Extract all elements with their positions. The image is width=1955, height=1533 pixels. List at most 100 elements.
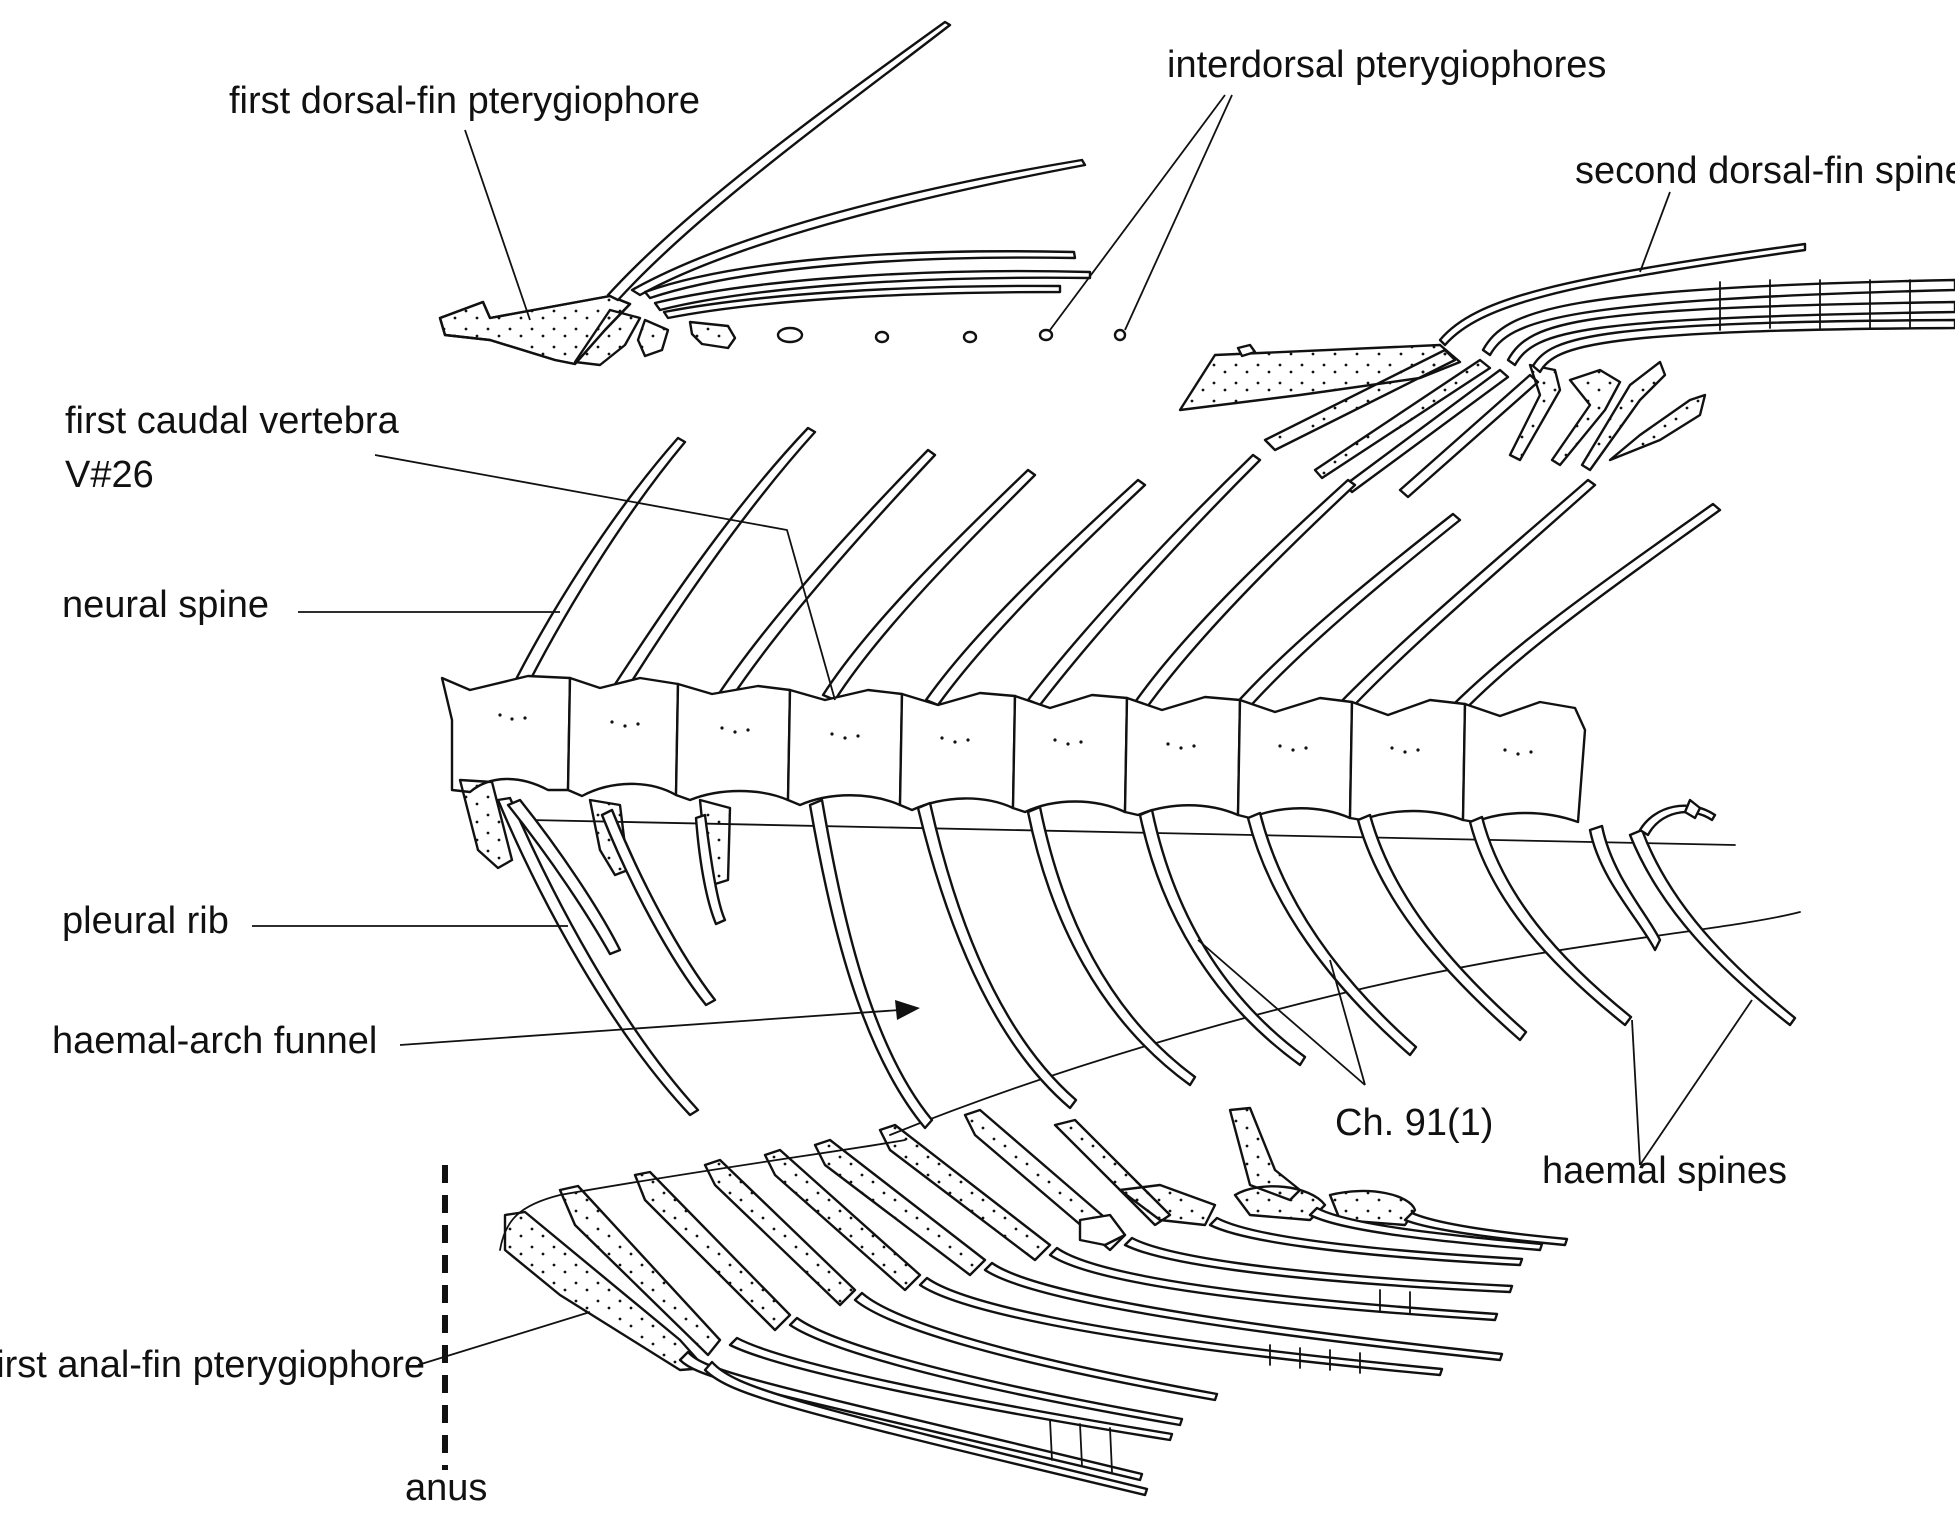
haemal-spine-tip — [1683, 798, 1702, 820]
label-haemal-arch-funnel: haemal-arch funnel — [52, 1020, 378, 1062]
anal-fin-ray-2 — [703, 1360, 1149, 1497]
vertebra-2 — [566, 676, 680, 798]
anal-fin-ray-10 — [1208, 1216, 1524, 1267]
label-first-caudal-vertebra: first caudal vertebra — [65, 400, 399, 442]
neural-spine-2 — [606, 426, 817, 702]
anal-fin-anterior-edge — [499, 1139, 906, 1251]
second-dorsal-fin-spine — [1438, 242, 1807, 347]
haemal-spine-5 — [1246, 811, 1418, 1057]
vertebra-8 — [1236, 696, 1354, 820]
vertebra-7 — [1123, 695, 1242, 817]
anal-pterygiophore-8 — [963, 1108, 1127, 1252]
body-line-upper — [529, 819, 1736, 846]
second-dorsal-pterygiophore-6 — [1550, 368, 1622, 467]
leader-second-dorsal — [1639, 191, 1671, 273]
second-dorsal-ray-2 — [1506, 300, 1955, 367]
haemal-spine-7 — [1468, 815, 1633, 1027]
leader-first-anal — [417, 1311, 591, 1366]
anal-fin-ray-11 — [1308, 1206, 1544, 1252]
haemal-spine-3 — [1026, 805, 1197, 1087]
second-dorsal-pterygiophore-7 — [1580, 360, 1667, 472]
arrowhead-haemal-arch — [895, 1000, 920, 1020]
first-dorsal-fin — [438, 20, 1127, 367]
interdorsal-pterygiophore-4 — [1038, 328, 1054, 342]
dorsal-pterygiophore-2 — [573, 308, 642, 367]
second-dorsal-pterygiophore-main — [1178, 343, 1462, 412]
pleural-ribs — [458, 778, 732, 1117]
neural-spine-1 — [506, 436, 687, 702]
neural-spines — [506, 426, 1722, 722]
anal-radial-knobs — [1078, 1213, 1127, 1247]
vertebra-5 — [898, 691, 1017, 812]
label-anus: anus — [405, 1467, 488, 1509]
interdorsal-pterygiophore-2 — [874, 330, 890, 344]
leader-first-dorsal — [464, 129, 531, 321]
pleural-rib-3 — [600, 808, 717, 1007]
label-pleural-rib: pleural rib — [62, 900, 229, 942]
second-dorsal-pterygiophore-bar-2 — [1313, 358, 1492, 480]
anal-fin-ray-7 — [983, 1261, 1504, 1362]
first-dorsal-spine-4 — [653, 269, 1092, 312]
dorsal-pterygiophore-4 — [688, 320, 737, 350]
anal-fin-ray-9 — [1123, 1236, 1514, 1294]
leader-interdorsal-2 — [1124, 94, 1233, 331]
second-dorsal-pterygiophore-5 — [1508, 363, 1562, 462]
ray-segments — [1719, 279, 1911, 331]
label-interdorsal-pterygiophores: interdorsal pterygiophores — [1167, 44, 1607, 86]
vertebra-1 — [440, 674, 572, 794]
neural-spine-9 — [1331, 478, 1597, 717]
vertebra-10 — [1461, 700, 1587, 824]
label-ch-91: Ch. 91(1) — [1335, 1102, 1494, 1144]
vertebra-4 — [786, 688, 904, 807]
anal-fin-ray-8 — [1048, 1246, 1499, 1322]
neural-spine-7 — [1131, 478, 1357, 712]
leader-interdorsal-1 — [1049, 94, 1226, 331]
label-second-dorsal-fin-spine: second dorsal-fin spine — [1575, 150, 1955, 192]
anal-pterygiophore-7 — [878, 1123, 1052, 1262]
haemal-spine-8 — [1588, 824, 1662, 952]
pleural-rib-2 — [506, 798, 622, 956]
haemal-spines — [808, 798, 1797, 1130]
pleural-rib-1 — [496, 796, 700, 1117]
anal-pterygiophore-2 — [558, 1184, 722, 1357]
vertebral-centra — [440, 674, 1587, 824]
leader-haemal-1 — [1631, 1019, 1641, 1166]
neural-spine-8 — [1231, 512, 1462, 714]
interdorsal-pterygiophore-5 — [1113, 328, 1127, 342]
second-dorsal-ray-3 — [1531, 318, 1955, 374]
haemal-spine-9 — [1628, 828, 1797, 1027]
second-dorsal-fin — [1178, 242, 1955, 499]
haemal-spine-2 — [916, 801, 1078, 1110]
vertebra-6 — [1011, 693, 1129, 814]
pleural-rib-4 — [694, 813, 727, 926]
neural-spine-10 — [1441, 502, 1722, 722]
label-vertebra-number: V#26 — [65, 454, 154, 496]
label-first-anal-fin-pterygiophore: first anal-fin pterygiophore — [0, 1344, 425, 1386]
interdorsal-pterygiophore-1 — [776, 326, 804, 344]
haemal-spine-10 — [1638, 804, 1717, 837]
label-first-dorsal-fin-pterygiophore: first dorsal-fin pterygiophore — [229, 80, 700, 122]
anal-pterygiophore-6 — [813, 1138, 987, 1277]
neural-spine-4 — [821, 468, 1037, 702]
interdorsal-pterygiophore-3 — [962, 330, 978, 344]
first-dorsal-spine-3 — [643, 250, 1077, 300]
leader-ch91-2 — [1329, 959, 1366, 1086]
anal-fin-ray-5 — [853, 1291, 1219, 1402]
neural-spine-3 — [716, 448, 937, 702]
anal-ray-segments — [1049, 1289, 1411, 1473]
vertebra-9 — [1348, 698, 1467, 822]
vertebra-3 — [674, 682, 792, 802]
anal-fin — [499, 1106, 1569, 1497]
leader-lines — [252, 94, 1753, 1366]
leader-haemal-2 — [1639, 999, 1753, 1166]
label-haemal-spines: haemal spines — [1542, 1150, 1788, 1192]
first-dorsal-spine-5 — [662, 284, 1062, 320]
leader-haemal-arch — [399, 1009, 901, 1046]
anal-fin-ray-6 — [918, 1276, 1444, 1377]
first-dorsal-spine-2 — [630, 158, 1087, 297]
vertebra-stipple — [498, 713, 1533, 756]
leader-first-caudal — [374, 454, 836, 701]
anal-fin-ray-4 — [788, 1316, 1184, 1427]
anal-pterygiophore-10 — [1118, 1183, 1217, 1227]
